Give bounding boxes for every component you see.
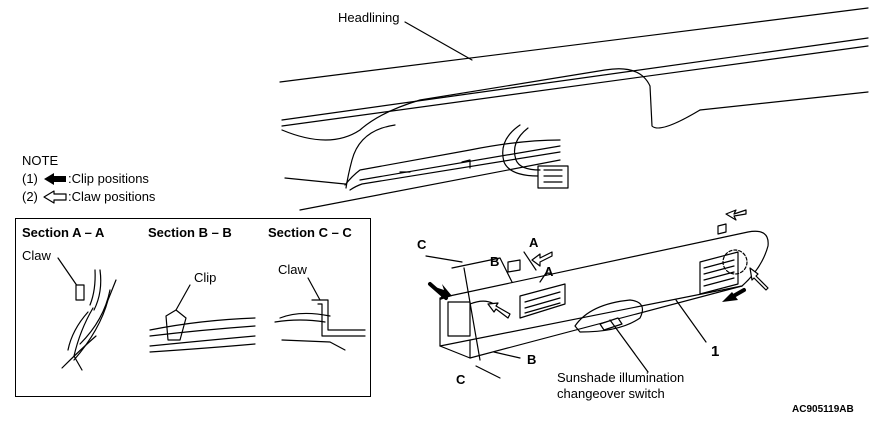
cut-line-b-top: B: [490, 254, 500, 269]
switch-label-line1: Sunshade illumination: [557, 370, 685, 385]
section-c-drawing: [274, 277, 366, 351]
cut-line-a-top: A: [529, 235, 539, 250]
claw-label-c: Claw: [278, 262, 307, 277]
cut-line-c-top: C: [417, 237, 427, 252]
note-clip-text: :Clip positions: [68, 171, 149, 186]
claw-position-arrow-left: [487, 302, 511, 319]
lamp-housing-drawing: [425, 223, 769, 379]
figure-code: AC905119AB: [792, 404, 854, 415]
claw-position-arrow-right: [749, 267, 769, 291]
part-number-1: 1: [711, 343, 720, 360]
clip-position-arrow-left: [428, 282, 452, 300]
claw-position-arrow-mid: [531, 251, 553, 267]
cut-line-c-bottom: C: [456, 372, 466, 387]
section-b-drawing: [149, 284, 256, 353]
note-title: NOTE: [22, 153, 59, 168]
clip-position-arrow-right: [722, 288, 746, 302]
cut-line-b-bottom: B: [527, 352, 537, 367]
clip-label-b: Clip: [194, 270, 217, 285]
section-c-title: Section C – C: [268, 225, 352, 240]
solid-arrow-icon: [44, 173, 66, 185]
section-b-title: Section B – B: [148, 225, 232, 240]
headlining-drawing: [279, 7, 869, 211]
switch-label-line2: changeover switch: [557, 386, 665, 401]
section-a-drawing: [57, 257, 117, 371]
note-clip-number: (1): [22, 171, 38, 186]
cut-line-a-mid: A: [544, 264, 554, 279]
section-a-title: Section A – A: [22, 225, 105, 240]
claw-position-arrow-top-right: [725, 209, 747, 221]
headlining-label: Headlining: [338, 10, 400, 25]
claw-label-a: Claw: [22, 248, 51, 263]
section-views-box: [15, 218, 371, 397]
note-claw-number: (2): [22, 189, 38, 204]
hollow-arrow-icon: [43, 190, 67, 204]
note-claw-text: :Claw positions: [68, 189, 156, 204]
